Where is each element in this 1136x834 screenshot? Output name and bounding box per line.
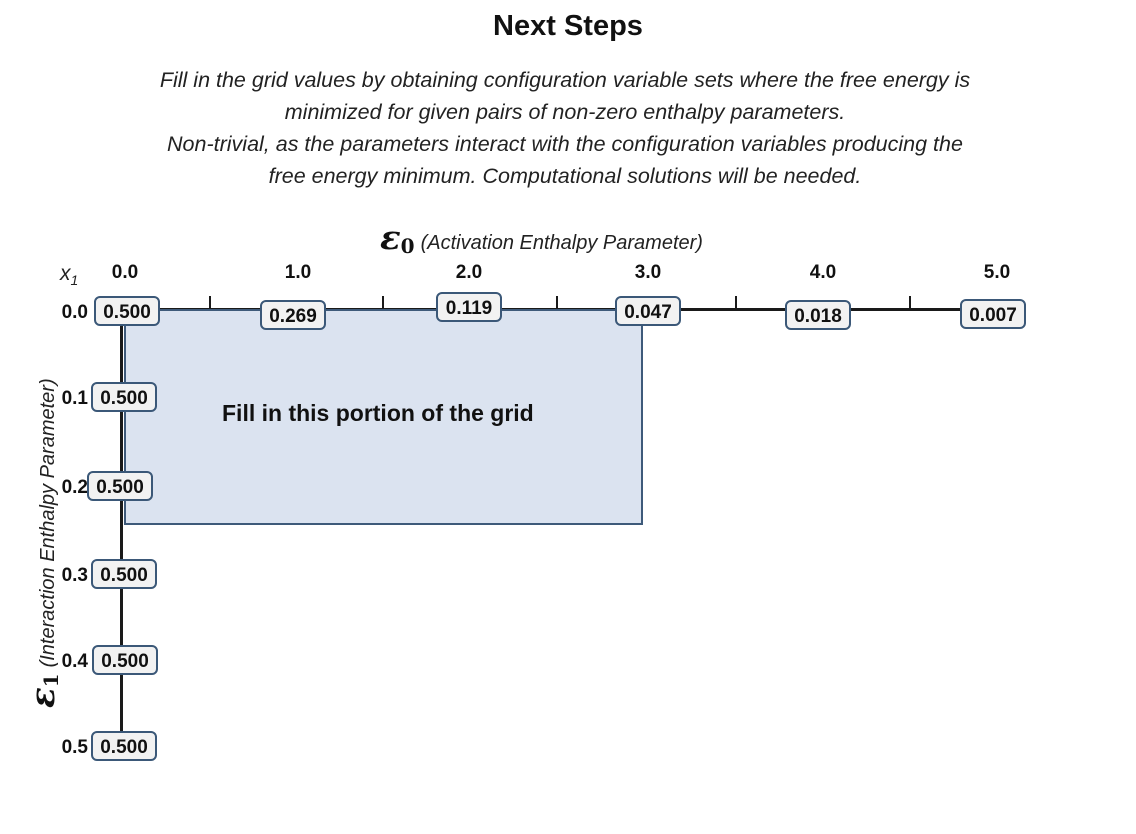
fill-region bbox=[124, 309, 643, 525]
minor-tick bbox=[556, 296, 558, 309]
top-tick-label: 4.0 bbox=[809, 262, 837, 283]
grid-value-box: 0.500 bbox=[92, 645, 158, 675]
left-tick-label: 0.4 bbox=[61, 651, 88, 672]
minor-tick bbox=[735, 296, 737, 309]
description-line-3: Non-trivial, as the parameters interact … bbox=[167, 132, 963, 156]
grid-value-box: 0.018 bbox=[785, 300, 851, 330]
grid-value-box: 0.500 bbox=[87, 471, 153, 501]
left-tick-label: 0.1 bbox=[61, 388, 88, 409]
grid-value-box: 0.119 bbox=[436, 292, 502, 322]
epsilon-0-symbol: ε bbox=[380, 218, 401, 258]
description-line-4: free energy minimum. Computational solut… bbox=[268, 164, 862, 188]
top-axis-title: ε0(Activation Enthalpy Parameter) bbox=[380, 218, 703, 258]
left-tick-label: 0.3 bbox=[61, 565, 88, 586]
grid-value-box: 0.500 bbox=[91, 731, 157, 761]
left-axis-line bbox=[120, 310, 123, 750]
grid-value-box: 0.269 bbox=[260, 300, 326, 330]
grid-value-box: 0.500 bbox=[91, 382, 157, 412]
epsilon-0-subscript: 0 bbox=[400, 234, 415, 258]
epsilon-1-symbol: ε bbox=[23, 687, 63, 708]
grid-value-box: 0.500 bbox=[91, 559, 157, 589]
top-axis-name: (Activation Enthalpy Parameter) bbox=[420, 232, 703, 254]
epsilon-1-subscript: 1 bbox=[39, 673, 63, 688]
top-tick-label: 0.0 bbox=[111, 262, 139, 283]
top-tick-label: 5.0 bbox=[983, 262, 1011, 283]
corner-x1-label: x1 bbox=[60, 262, 79, 289]
page-title: Next Steps bbox=[493, 10, 643, 42]
left-axis-name: (Interaction Enthalpy Parameter) bbox=[37, 378, 59, 668]
left-tick-label: 0.2 bbox=[61, 477, 88, 498]
description-line-2: minimized for given pairs of non-zero en… bbox=[284, 100, 846, 124]
grid-value-box: 0.047 bbox=[615, 296, 681, 326]
top-tick-label: 3.0 bbox=[634, 262, 662, 283]
left-tick-label: 0.5 bbox=[61, 737, 88, 758]
top-tick-label: 1.0 bbox=[284, 262, 312, 283]
top-tick-label: 2.0 bbox=[455, 262, 483, 283]
grid-value-box: 0.007 bbox=[960, 299, 1026, 329]
left-tick-label: 0.0 bbox=[61, 302, 88, 323]
minor-tick bbox=[909, 296, 911, 309]
fill-region-label: Fill in this portion of the grid bbox=[222, 400, 534, 426]
description-line-1: Fill in the grid values by obtaining con… bbox=[159, 68, 971, 92]
grid-value-box: 0.500 bbox=[94, 296, 160, 326]
minor-tick bbox=[382, 296, 384, 309]
minor-tick bbox=[209, 296, 211, 309]
